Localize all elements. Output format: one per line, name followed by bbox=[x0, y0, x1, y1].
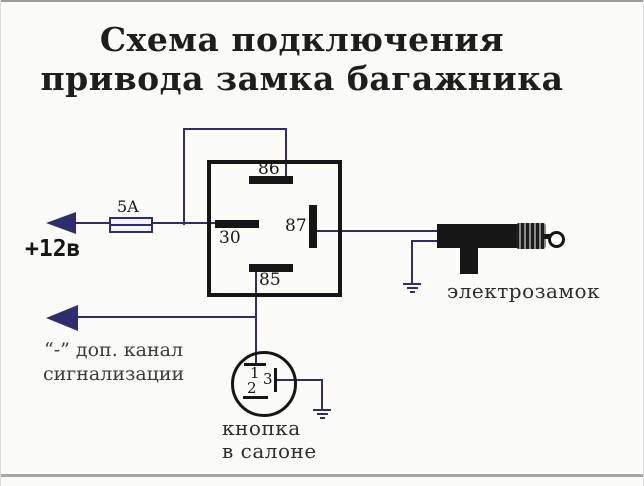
title-line-2: привода замка багажника bbox=[40, 59, 564, 98]
relay-pin87-label: 87 bbox=[285, 216, 307, 236]
wire-actuator-ground-v bbox=[411, 240, 413, 283]
relay-pin30-label: 30 bbox=[219, 228, 241, 248]
wire-alarm-channel bbox=[58, 316, 257, 318]
actuator-eyelet-icon bbox=[548, 231, 565, 248]
wire-coil-loop-left bbox=[183, 128, 185, 225]
button-caption-line-1: кнопка bbox=[222, 416, 301, 440]
relay-pin85-label: 85 bbox=[259, 270, 281, 290]
wire-button-ground-v bbox=[321, 379, 323, 410]
wire-actuator-ground-h bbox=[411, 240, 438, 242]
frame-bottom bbox=[0, 474, 644, 477]
frame-top bbox=[0, 0, 644, 2]
relay-pin86-label: 86 bbox=[258, 159, 280, 179]
arrow-left-power-icon bbox=[46, 212, 76, 234]
actuator-body bbox=[437, 224, 517, 248]
button-terminal2-bar bbox=[243, 396, 268, 399]
button-caption-line-2: в салоне bbox=[222, 439, 317, 463]
button-terminal1-bar bbox=[244, 363, 266, 366]
frame-left bbox=[0, 0, 1, 486]
title-line-1: Схема подключения bbox=[99, 20, 505, 59]
ground-icon-actuator bbox=[403, 283, 421, 293]
alarm-channel-label-line-2: сигнализации bbox=[43, 363, 185, 385]
button-circle bbox=[231, 351, 297, 417]
actuator-bellows bbox=[516, 223, 546, 249]
actuator-label: электрозамок bbox=[447, 279, 601, 303]
button-terminal2-label: 2 bbox=[247, 379, 257, 397]
actuator-shaft bbox=[543, 234, 550, 239]
wire-coil-loop-top bbox=[183, 128, 287, 130]
relay-box bbox=[207, 160, 342, 297]
ground-icon-button bbox=[313, 409, 331, 419]
power-12v-label: +12в bbox=[25, 236, 81, 262]
arrow-left-alarm-icon bbox=[46, 305, 78, 331]
relay-pin86-bar bbox=[249, 176, 293, 184]
page-title: Схема подключения привода замка багажник… bbox=[0, 20, 614, 98]
relay-pin87-bar bbox=[309, 205, 317, 248]
alarm-channel-label-line-1: “-” доп. канал bbox=[44, 339, 184, 361]
wire-pin85-to-button bbox=[255, 272, 257, 365]
wire-pin87-to-actuator bbox=[317, 230, 438, 232]
button-terminal3-bar bbox=[274, 368, 277, 392]
fuse-symbol bbox=[109, 217, 153, 233]
relay-pin30-bar bbox=[215, 220, 259, 228]
wire-coil-loop-right bbox=[285, 128, 287, 178]
actuator-mount-tab bbox=[460, 247, 478, 274]
relay-pin85-bar bbox=[249, 264, 293, 272]
wire-button-ground-h bbox=[277, 379, 323, 381]
fuse-label: 5A bbox=[117, 197, 139, 216]
button-terminal1-label: 1 bbox=[250, 364, 260, 382]
button-terminal3-label: 3 bbox=[263, 370, 273, 388]
